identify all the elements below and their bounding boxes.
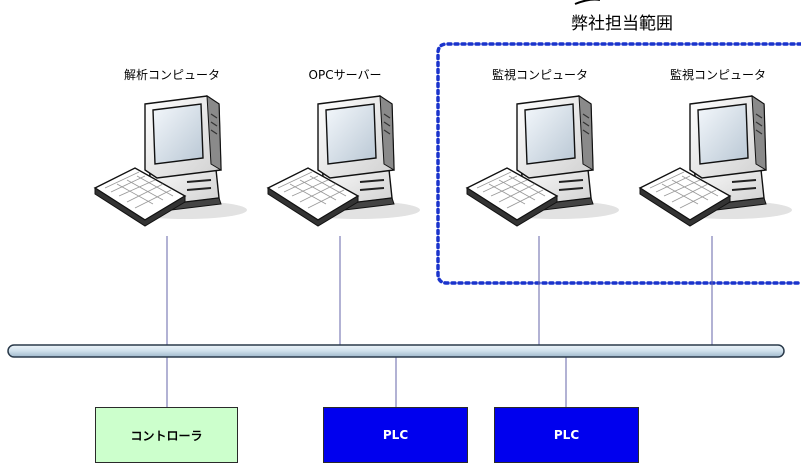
computer-icon-3 xyxy=(466,95,620,227)
computer-label-1: 解析コンピュータ xyxy=(123,68,221,82)
plc-box-2: PLC xyxy=(494,407,639,463)
controller-box: コントローラ xyxy=(95,407,238,463)
computer-icon-1 xyxy=(94,95,248,227)
scope-title: 弊社担当範囲 xyxy=(571,14,673,34)
computer-label-2: OPCサーバー xyxy=(308,68,382,82)
computer-label-4: 監視コンピュータ xyxy=(669,68,767,82)
plc-label-2: PLC xyxy=(553,428,580,442)
controller-label: コントローラ xyxy=(130,428,203,443)
computer-icon-2 xyxy=(267,95,421,227)
computer-label-3: 監視コンピュータ xyxy=(491,68,589,82)
computer-icon-4 xyxy=(639,95,793,227)
plc-label-1: PLC xyxy=(382,428,409,442)
plc-box-1: PLC xyxy=(323,407,468,463)
